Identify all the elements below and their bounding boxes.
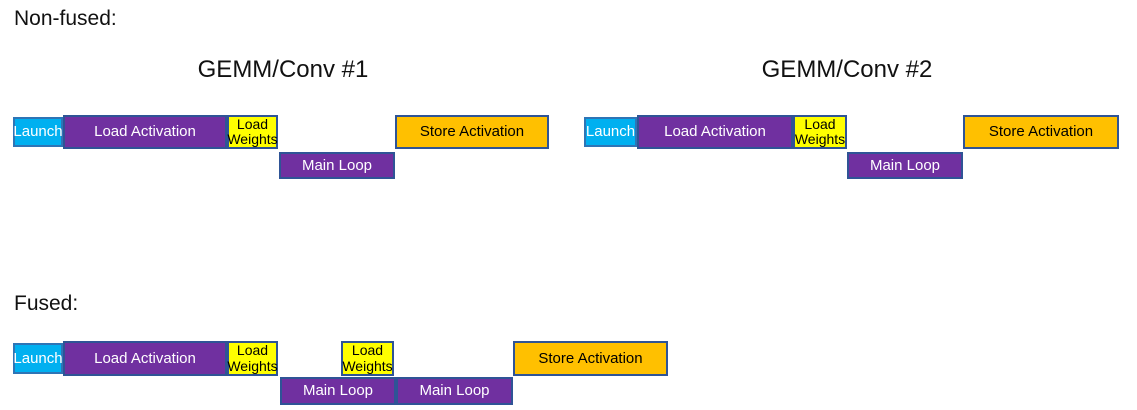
- block-load-weights: Load Weights: [793, 115, 847, 149]
- block-load-weights: Load Weights: [227, 115, 278, 149]
- block-main-loop: Main Loop: [396, 377, 513, 405]
- block-load-weights: Load Weights: [227, 341, 278, 376]
- block-launch: Launch: [13, 117, 63, 147]
- block-store-activation: Store Activation: [963, 115, 1119, 149]
- heading-gemm-conv-1: GEMM/Conv #1: [197, 56, 369, 83]
- block-load-weights: Load Weights: [341, 341, 394, 376]
- block-launch: Launch: [13, 343, 63, 374]
- block-launch: Launch: [584, 117, 637, 147]
- block-store-activation: Store Activation: [395, 115, 549, 149]
- block-load-activation: Load Activation: [637, 115, 793, 149]
- block-main-loop: Main Loop: [847, 152, 963, 179]
- block-main-loop: Main Loop: [280, 377, 396, 405]
- block-store-activation: Store Activation: [513, 341, 668, 376]
- section-label-fused: Fused:: [14, 292, 79, 315]
- block-load-activation: Load Activation: [63, 115, 227, 149]
- section-label-non-fused: Non-fused:: [14, 7, 117, 30]
- heading-gemm-conv-2: GEMM/Conv #2: [761, 56, 933, 83]
- block-main-loop: Main Loop: [279, 152, 395, 179]
- block-load-activation: Load Activation: [63, 341, 227, 376]
